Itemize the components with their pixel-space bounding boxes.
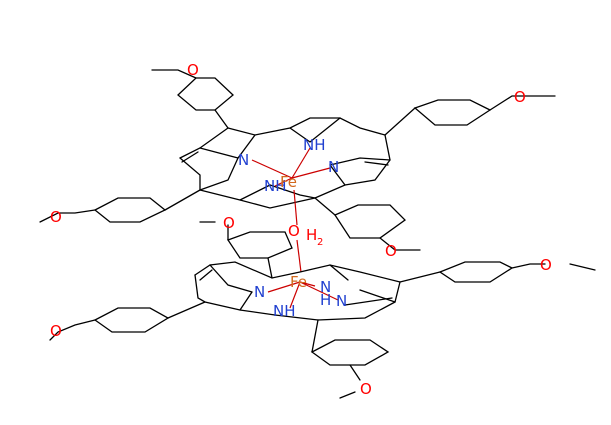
nh-top-upper: NH [303,136,326,154]
n-top-left: N [238,151,249,169]
methoxyphenyl-bottom-low [310,319,390,399]
fe-bottom: Fe [290,273,307,291]
bottom-fe-coordination [267,281,339,309]
methoxyphenyl-top-right-lower [314,197,421,251]
methoxyphenyl-bottom-left [49,301,206,341]
oh2-hydrogen: H [306,226,317,244]
oxo-bridge [293,189,302,273]
o-methoxy-3: O [50,208,62,226]
top-macrocycle [179,117,391,209]
nh-top-lower: NH [264,177,287,195]
methoxyphenyl-bottom-right [399,261,596,283]
methoxyphenyl-top-left-lower [39,189,201,223]
n-bottom-left: N [254,283,265,301]
bottom-macrocycle [194,261,401,321]
o-methoxy-8: O [360,380,372,398]
h-bottom-right: H [320,291,331,309]
bottom-porphyrin [49,221,596,399]
methoxyphenyl-bottom-upper [199,221,293,279]
fe-top: Fe [280,173,297,191]
n-bottom-right: N [320,278,331,296]
methoxyphenyl-top-right [384,95,556,136]
n-bottom-right-2: N [336,292,347,310]
nh-bottom-lower: NH [273,302,296,320]
o-methoxy-1: O [187,61,199,79]
oh2-oxygen: O [288,222,300,240]
o-methoxy-7: O [50,322,62,340]
methoxyphenyl-top-left [151,69,234,129]
top-porphyrin [39,69,556,251]
o-methoxy-6: O [540,256,552,274]
oh2-subscript: 2 [317,237,323,248]
top-fe-coordination [251,147,331,187]
o-methoxy-5: O [223,214,235,232]
n-top-right: N [328,158,339,176]
o-methoxy-2: O [514,88,526,106]
o-methoxy-4: O [385,242,397,260]
